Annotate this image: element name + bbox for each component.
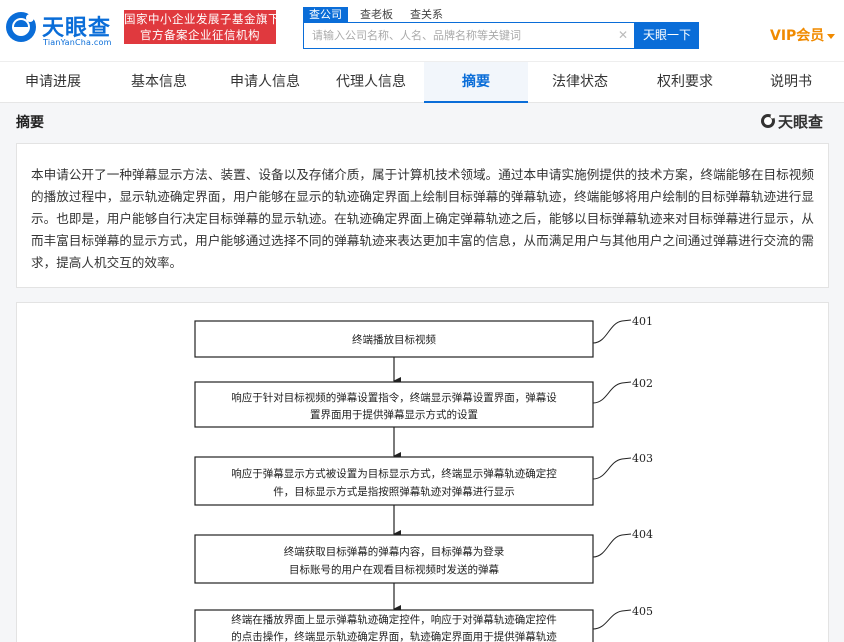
search-tab-boss[interactable]: 查老板 xyxy=(360,8,393,21)
nav-tab-applicant[interactable]: 申请人信息 xyxy=(230,74,300,90)
section-title: 摘要 xyxy=(16,115,44,131)
slogan-line-2: 官方备案企业征信机构 xyxy=(140,28,260,42)
nav-tab-claims[interactable]: 权利要求 xyxy=(657,74,713,90)
tianyancha-watermark: 天眼查 xyxy=(760,110,832,132)
search-tab-company[interactable]: 查公司 xyxy=(303,7,348,23)
caret-down-icon xyxy=(827,33,836,39)
nav-tab-abstract[interactable]: 摘要 xyxy=(424,62,528,103)
nav-tab-description[interactable]: 说明书 xyxy=(770,74,812,90)
search-button[interactable]: 天眼一下 xyxy=(635,22,699,49)
flow-step-402-number: 402 xyxy=(632,377,653,390)
flow-step-404: 终端获取目标弹幕的弹幕内容，目标弹幕为登录 目标账号的用户在观看目标视频时发送的… xyxy=(194,528,653,584)
flow-step-404-number: 404 xyxy=(632,528,653,541)
flow-step-401: 终端播放目标视频 401 xyxy=(194,315,653,358)
flow-step-402: 响应于针对目标视频的弹幕设置指令，终端显示弹幕设置界面，弹幕设 置界面用于提供弹… xyxy=(194,377,653,428)
flow-step-405-line-2: 的点击操作，终端显示轨迹确定界面，轨迹确定界面用于提供弹幕轨迹 xyxy=(231,630,557,642)
flow-step-401-number: 401 xyxy=(632,315,653,328)
abstract-text: 本申请公开了一种弹幕显示方法、装置、设备以及存储介质，属于计算机技术领域。通过本… xyxy=(16,143,829,288)
search-box: ✕ xyxy=(303,22,635,49)
watermark-text: 天眼查 xyxy=(778,113,824,131)
nav-tab-basic-info[interactable]: 基本信息 xyxy=(131,74,187,90)
nav-tab-progress[interactable]: 申请进展 xyxy=(25,74,81,90)
flow-step-404-line-1: 终端获取目标弹幕的弹幕内容，目标弹幕为登录 xyxy=(284,545,505,558)
flow-step-402-line-2: 置界面用于提供弹幕显示方式的设置 xyxy=(310,408,478,421)
flow-step-404-line-2: 目标账号的用户在观看目标视频时发送的弹幕 xyxy=(289,563,499,576)
logo-text: 天眼查 xyxy=(42,16,112,41)
slogan-banner: 国家中小企业发展子基金旗下 官方备案企业征信机构 xyxy=(124,10,280,44)
flow-step-403-line-2: 件，目标显示方式是指按照弹幕轨迹对弹幕进行显示 xyxy=(273,485,515,498)
flowchart: 终端播放目标视频 401 响应于针对目标视频的弹幕设置指令，终端显示弹幕设置界面… xyxy=(194,315,653,642)
flow-step-402-line-1: 响应于针对目标视频的弹幕设置指令，终端显示弹幕设置界面，弹幕设 xyxy=(231,391,557,404)
top-header: 天眼查 TianYanCha.com 国家中小企业发展子基金旗下 官方备案企业征… xyxy=(0,0,844,61)
nav-tab-agent[interactable]: 代理人信息 xyxy=(336,74,406,90)
flow-step-403-number: 403 xyxy=(632,452,653,465)
logo-domain: TianYanCha.com xyxy=(43,38,112,47)
slogan-line-1: 国家中小企业发展子基金旗下 xyxy=(124,12,280,26)
detail-nav-bar: 申请进展 基本信息 申请人信息 代理人信息 摘要 法律状态 权利要求 说明书 xyxy=(0,61,844,103)
tianyancha-logo-icon xyxy=(6,12,36,42)
flow-step-405-line-1: 终端在播放界面上显示弹幕轨迹确定控件，响应于对弹幕轨迹确定控件 xyxy=(231,613,557,626)
search-tab-relation[interactable]: 查关系 xyxy=(410,8,443,21)
clear-icon[interactable]: ✕ xyxy=(617,28,629,42)
abstract-figure: 终端播放目标视频 401 响应于针对目标视频的弹幕设置指令，终端显示弹幕设置界面… xyxy=(16,302,829,642)
vip-label: VIP会员 xyxy=(770,28,825,44)
flow-step-405-number: 405 xyxy=(632,605,653,618)
flow-step-401-line-1: 终端播放目标视频 xyxy=(352,333,436,346)
nav-tab-legal-status[interactable]: 法律状态 xyxy=(552,74,608,90)
flow-step-403-line-1: 响应于弹幕显示方式被设置为目标显示方式，终端显示弹幕轨迹确定控 xyxy=(231,467,557,480)
flow-step-405: 终端在播放界面上显示弹幕轨迹确定控件，响应于对弹幕轨迹确定控件 的点击操作，终端… xyxy=(194,605,653,642)
tianyancha-logo-icon xyxy=(761,114,775,128)
vip-menu[interactable]: VIP会员 xyxy=(770,25,836,45)
site-logo[interactable]: 天眼查 TianYanCha.com xyxy=(4,8,116,48)
flow-step-403: 响应于弹幕显示方式被设置为目标显示方式，终端显示弹幕轨迹确定控 件，目标显示方式… xyxy=(194,452,653,506)
search-input[interactable] xyxy=(304,23,614,48)
